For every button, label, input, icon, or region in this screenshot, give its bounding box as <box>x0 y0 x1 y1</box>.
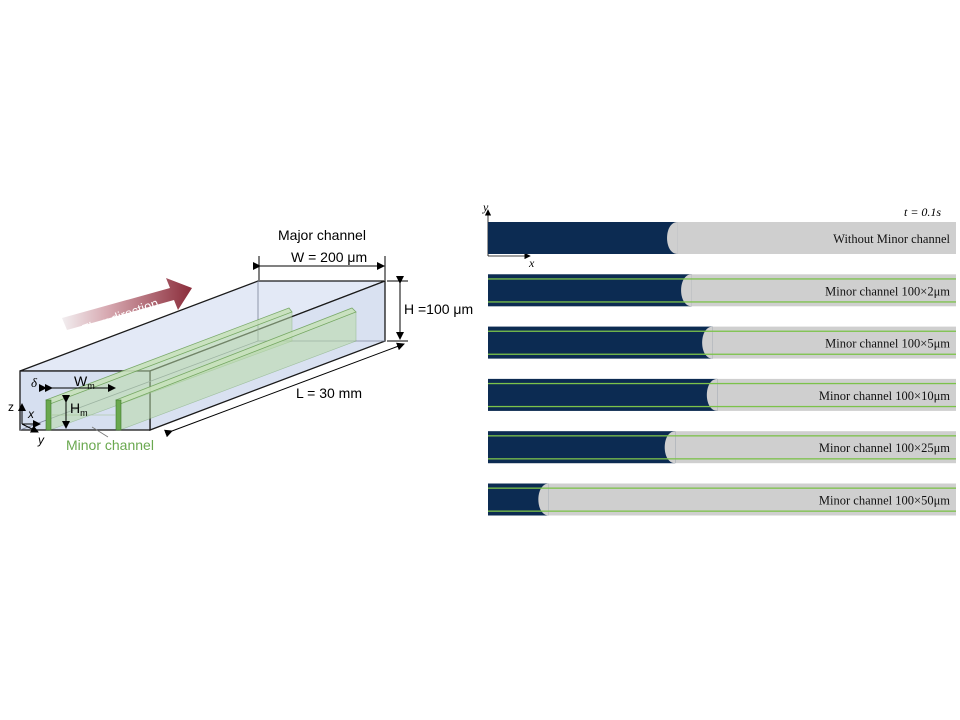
row-label: Minor channel 100×25μm <box>819 441 950 455</box>
channel-schematic: Flow direction Major channel W = 200 μm … <box>8 227 473 453</box>
wm-label: Wm <box>74 373 95 391</box>
simulation-row: Minor channel 100×10μm <box>488 378 956 411</box>
minor-wall-left-front <box>45 399 52 431</box>
row-label: Minor channel 100×50μm <box>819 494 950 508</box>
minor-channel-label: Minor channel <box>66 437 154 453</box>
schematic-axes: z x y <box>8 400 45 447</box>
time-label: t = 0.1s <box>904 205 941 219</box>
delta-label: δ <box>31 375 38 390</box>
minor-line-bottom <box>488 510 956 512</box>
meniscus <box>702 326 713 359</box>
meniscus <box>664 431 676 464</box>
dark-fluid <box>488 274 692 307</box>
row-label: Minor channel 100×2μm <box>825 284 950 298</box>
axis-x-label: x <box>27 407 35 421</box>
meniscus <box>706 378 718 411</box>
l-dimension-line <box>164 342 405 438</box>
minor-channel-leader <box>91 426 109 438</box>
minor-line-top <box>488 382 956 385</box>
row-label: Minor channel 100×5μm <box>825 337 950 351</box>
minor-line-top <box>488 278 956 280</box>
axis-y-label: y <box>37 433 45 447</box>
minor-line-bottom <box>488 301 956 303</box>
dark-fluid <box>488 222 678 254</box>
simulation-row: Without Minor channel <box>488 222 956 254</box>
minor-line-top <box>488 487 956 489</box>
width-label: W = 200 μm <box>291 249 367 265</box>
minor-wall-right-front <box>115 399 122 431</box>
sim-axis-y-label: y <box>482 200 489 214</box>
minor-line-top <box>488 435 956 437</box>
axis-z-label: z <box>8 400 14 414</box>
simulation-row: Minor channel 100×25μm <box>488 431 956 464</box>
hm-label: Hm <box>70 400 88 418</box>
dark-fluid <box>488 378 718 411</box>
minor-line-bottom <box>488 458 956 460</box>
simulation-panel: t = 0.1s y x Without Minor channelMinor … <box>482 200 956 516</box>
simulation-row: Minor channel 100×2μm <box>488 274 956 307</box>
length-label: L = 30 mm <box>296 385 362 401</box>
row-label: Minor channel 100×10μm <box>819 389 950 403</box>
height-label: H =100 μm <box>404 301 473 317</box>
major-channel-label: Major channel <box>278 227 366 243</box>
meniscus <box>667 222 678 254</box>
row-label: Without Minor channel <box>833 232 950 246</box>
flow-direction-arrow <box>62 278 192 330</box>
minor-line-bottom <box>488 353 956 355</box>
dark-fluid <box>488 326 713 359</box>
light-fluid <box>488 483 956 516</box>
sim-axis-x-label: x <box>528 256 535 270</box>
meniscus <box>681 274 692 307</box>
simulation-row: Minor channel 100×5μm <box>488 326 956 359</box>
minor-line-bottom <box>488 405 956 408</box>
minor-line-top <box>488 330 956 332</box>
dark-fluid <box>488 431 676 464</box>
meniscus <box>538 483 549 516</box>
simulation-row: Minor channel 100×50μm <box>488 483 956 516</box>
